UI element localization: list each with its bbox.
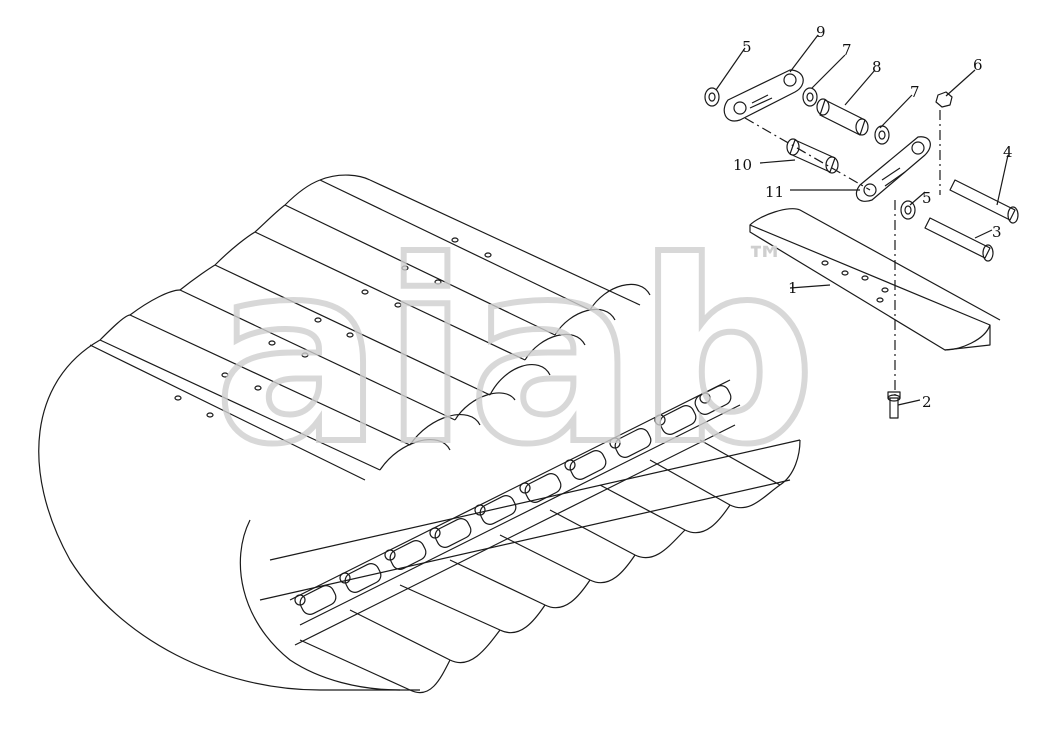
- callout-3: 3: [992, 223, 1002, 241]
- callout-8: 8: [872, 58, 882, 76]
- callout-5: 5: [742, 38, 752, 56]
- callout-10: 10: [733, 156, 752, 174]
- link-plate-11: [855, 136, 931, 202]
- nut-part-6: [935, 91, 953, 108]
- callout-9: 9: [816, 23, 826, 41]
- callout-11: 11: [765, 183, 784, 201]
- lower-slats: [259, 439, 801, 694]
- single-slat-part: [749, 208, 1001, 351]
- callout-1: 1: [788, 279, 798, 297]
- slat-holes: [174, 237, 492, 418]
- watermark-trademark: ™: [745, 239, 785, 285]
- pin-part-3: [924, 217, 994, 262]
- watermark: aiab ™: [211, 205, 819, 502]
- conveyor-belt-assembly: [38, 174, 801, 694]
- washer-parts: [704, 87, 916, 220]
- callout-2: 2: [922, 393, 932, 411]
- bushing-part-10: [786, 138, 839, 174]
- centerlines: [744, 110, 941, 395]
- callout-5b: 5: [922, 189, 932, 207]
- callout-7a: 7: [842, 41, 852, 59]
- part-callouts: 1 2 3 4 5 6 7 7 8 9 10 11 5: [733, 23, 1013, 411]
- callout-7b: 7: [910, 83, 920, 101]
- bolt-part: [887, 391, 901, 419]
- leader-lines: [715, 34, 1009, 406]
- upper-slats: [89, 174, 651, 481]
- drive-chain: [289, 379, 741, 646]
- link-plate-9: [723, 69, 804, 122]
- callout-4: 4: [1003, 143, 1013, 161]
- bushing-part-8: [816, 98, 869, 136]
- pin-part-4: [949, 179, 1019, 224]
- callout-6: 6: [973, 56, 983, 74]
- watermark-text: aiab: [214, 208, 816, 499]
